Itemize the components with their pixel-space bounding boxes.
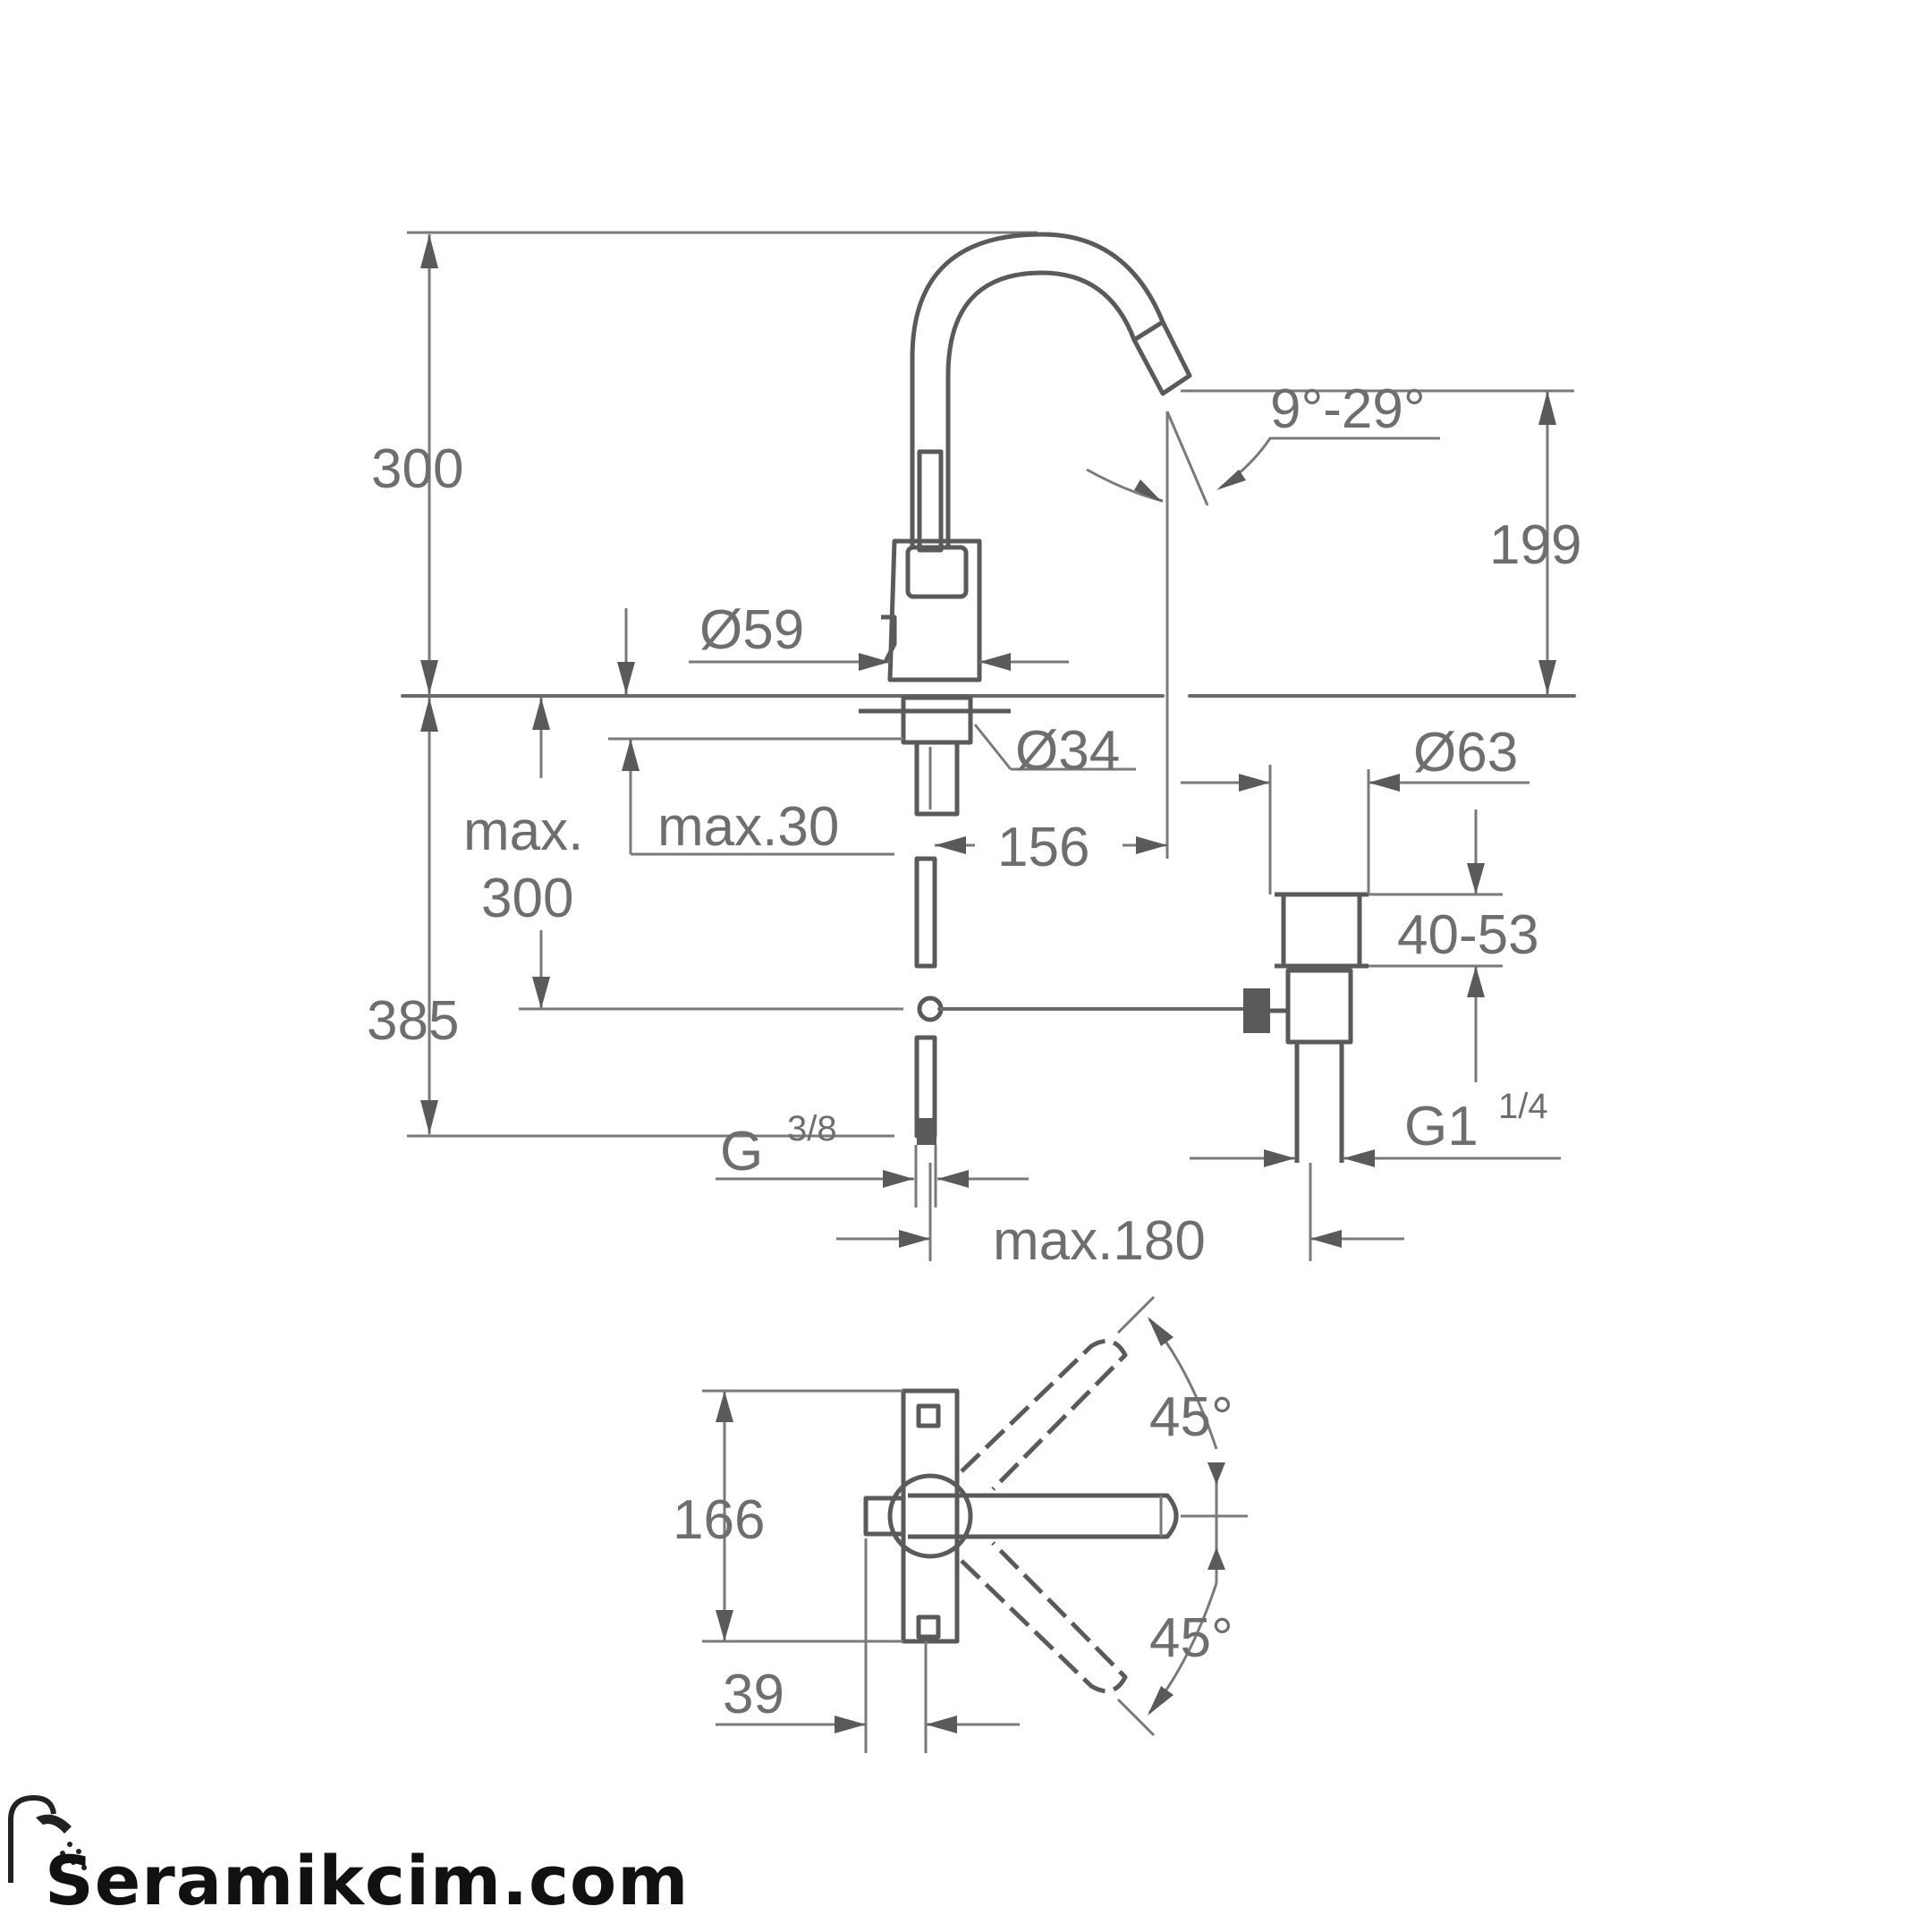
dim-angle-arc-right xyxy=(1220,436,1440,489)
shower-head-icon xyxy=(8,1794,87,1883)
shank xyxy=(914,740,960,817)
spout-inner xyxy=(945,270,1137,546)
dim-waste-thread-prefix: G1 xyxy=(1404,1096,1479,1157)
pop-up-rod xyxy=(881,614,897,664)
brand-name: Seramikcim.com xyxy=(45,1841,690,1920)
dim-max-thickness: max.30 xyxy=(657,796,839,858)
plan-screw-bottom xyxy=(916,1614,941,1640)
dim-34-leader xyxy=(973,724,1013,770)
plan-view: 45° 45° 166 39 xyxy=(673,1295,1248,1753)
dim-reach: 156 xyxy=(997,817,1089,878)
dim-below-deck: 385 xyxy=(367,990,459,1052)
supply-hose-upper xyxy=(914,856,937,969)
waste-plug xyxy=(1281,892,1362,969)
plan-angle-ray-bottom xyxy=(1116,1698,1156,1737)
lever-handle xyxy=(917,449,944,553)
plan-pop-up-knob xyxy=(863,1496,906,1537)
dim-spout-angle: 9°-29° xyxy=(1270,378,1426,440)
brand-logo: Seramikcim.com xyxy=(0,1789,698,1923)
dim-max-spacing: max.180 xyxy=(993,1210,1206,1272)
faucet-body xyxy=(887,538,982,682)
plan-base-plate xyxy=(901,1388,960,1644)
dim-inlet-thread-prefix: G xyxy=(720,1121,763,1182)
dim-shank-diameter: Ø34 xyxy=(1015,720,1120,782)
dim-total-height: 300 xyxy=(371,438,463,500)
dim-waste-diameter: Ø63 xyxy=(1413,722,1518,784)
dim-plan-offset: 39 xyxy=(723,1664,784,1725)
dim-handle-angle-bottom: 45° xyxy=(1149,1607,1233,1669)
plan-screw-top xyxy=(916,1403,941,1428)
dim-angle-ray xyxy=(1165,411,1209,506)
lever-cap xyxy=(905,545,969,599)
plan-spout-swivel-bottom xyxy=(960,1541,1128,1694)
side-elevation: 300 199 9°-29° Ø59 Ø34 max.30 xyxy=(367,231,1581,1272)
plan-angle-ray-top xyxy=(1116,1295,1156,1335)
dim-pop-up-range: 40-53 xyxy=(1397,904,1539,966)
dim-max-depth-line2: 300 xyxy=(481,868,573,929)
dim-handle-angle-top: 45° xyxy=(1149,1386,1233,1448)
dim-inlet-thread-fraction: 3/8 xyxy=(787,1109,837,1148)
plan-spout-swivel-top xyxy=(960,1338,1128,1491)
supply-hose-end xyxy=(917,1118,936,1145)
dim-max-depth-line1: max. xyxy=(463,801,583,862)
dim-base-diameter: Ø59 xyxy=(699,599,804,661)
plan-spout xyxy=(908,1493,1179,1539)
waste-linkage-nut xyxy=(1243,988,1270,1033)
dim-spout-height: 199 xyxy=(1489,514,1581,576)
dim-waste-thread-fraction: 1/4 xyxy=(1498,1087,1548,1126)
spout-outer xyxy=(910,232,1165,546)
plan-body-circle xyxy=(887,1473,973,1559)
waste-body xyxy=(1285,968,1353,1045)
shank-top xyxy=(901,695,973,745)
aerator xyxy=(1131,319,1192,396)
dim-plan-depth: 166 xyxy=(673,1489,765,1551)
